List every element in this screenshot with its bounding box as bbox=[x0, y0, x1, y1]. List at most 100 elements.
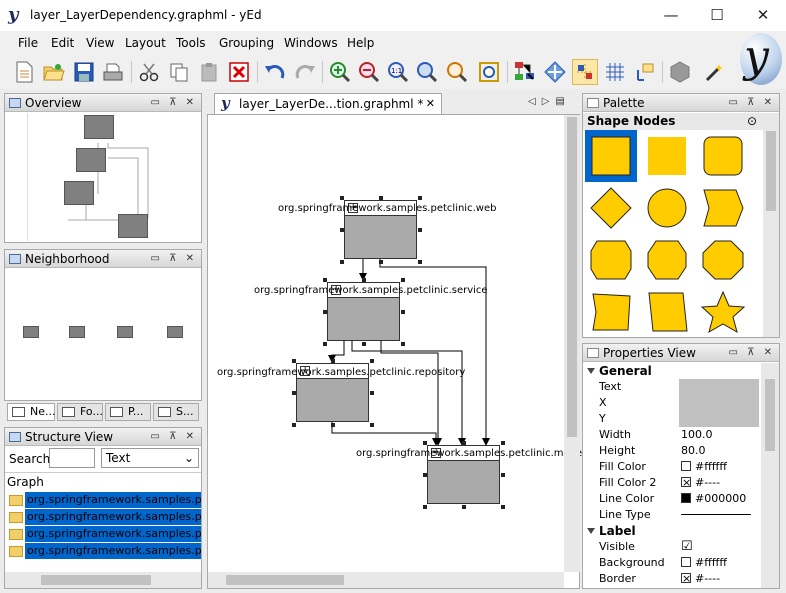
zoom-out-icon[interactable] bbox=[356, 59, 382, 85]
menu-tools[interactable]: Tools bbox=[176, 36, 206, 50]
props-section-label[interactable]: Label bbox=[583, 523, 759, 539]
palette-shape-rectangle[interactable] bbox=[585, 130, 637, 182]
zoom-in-icon[interactable] bbox=[327, 59, 353, 85]
props-row-line-type[interactable]: Line Type bbox=[583, 507, 759, 523]
palette-shape-parallelogram-fat[interactable] bbox=[585, 286, 637, 338]
props-row-fill-color[interactable]: Fill Color#ffffff bbox=[583, 459, 759, 475]
props-row-y[interactable]: Y bbox=[583, 411, 759, 427]
open-folder-icon[interactable] bbox=[41, 59, 67, 85]
canvas-v-scrollbar[interactable] bbox=[564, 115, 580, 572]
graph-node-repository[interactable]: + bbox=[296, 363, 369, 422]
structure-h-scrollbar[interactable] bbox=[5, 572, 201, 588]
search-label: Search bbox=[9, 452, 51, 466]
tab-nav-icons[interactable]: ◁▷▤ bbox=[528, 96, 571, 107]
tab-folding[interactable]: Fo... bbox=[57, 403, 103, 421]
minimize-button[interactable]: — bbox=[663, 6, 679, 24]
maximize-button[interactable]: ☐ bbox=[710, 6, 724, 24]
panel-controls-icon[interactable]: ▭ ⊼ ✕ bbox=[150, 253, 197, 264]
move-icon[interactable] bbox=[542, 59, 568, 85]
close-tab-icon[interactable]: ✕ bbox=[425, 97, 435, 110]
undo-icon[interactable] bbox=[262, 59, 288, 85]
palette-shape-diamond[interactable] bbox=[585, 182, 637, 234]
folder-icon bbox=[9, 546, 23, 557]
chevron-down-icon: ⌄ bbox=[183, 451, 194, 465]
props-row-x[interactable]: X bbox=[583, 395, 759, 411]
menu-grouping[interactable]: Grouping bbox=[219, 36, 275, 50]
overview-node bbox=[76, 148, 106, 172]
props-row-background[interactable]: Background#ffffff bbox=[583, 555, 759, 571]
graph-node-service[interactable]: + bbox=[327, 282, 400, 341]
search-filter-select[interactable]: Text ⌄ bbox=[101, 448, 199, 468]
menu-file[interactable]: File bbox=[18, 36, 39, 50]
expand-icon[interactable]: + bbox=[348, 202, 358, 213]
palette-shape-star[interactable] bbox=[697, 286, 749, 338]
properties-v-scrollbar[interactable] bbox=[761, 363, 779, 588]
props-section-general[interactable]: General bbox=[583, 363, 759, 379]
palette-shape-octagon[interactable] bbox=[697, 234, 749, 286]
palette-shape-hexagon-flag[interactable] bbox=[697, 182, 749, 234]
tab-successors[interactable]: S... bbox=[153, 403, 199, 421]
graph-node-web[interactable]: + bbox=[344, 200, 417, 259]
graph-node-model[interactable]: + bbox=[427, 445, 500, 504]
palette-shape-trapezoid-octagon[interactable] bbox=[641, 234, 693, 286]
expand-icon[interactable]: + bbox=[431, 447, 441, 458]
svg-text:1:1: 1:1 bbox=[391, 67, 402, 75]
save-icon[interactable] bbox=[71, 59, 97, 85]
tab-predecessors[interactable]: P... bbox=[105, 403, 151, 421]
tree-row[interactable]: org.springframework.samples.petcli bbox=[5, 526, 201, 542]
palette-shape-rounded-rectangle[interactable] bbox=[697, 130, 749, 182]
palette-v-scrollbar[interactable] bbox=[763, 113, 779, 337]
copy-icon[interactable] bbox=[166, 59, 192, 85]
tab-neighborhood[interactable]: Ne... bbox=[7, 403, 56, 421]
panel-controls-icon[interactable]: ▭ ⊼ ✕ bbox=[728, 97, 775, 108]
zoom-area-icon[interactable] bbox=[444, 59, 470, 85]
fit-content-icon[interactable] bbox=[476, 59, 502, 85]
hierarchy-edit-icon[interactable] bbox=[512, 59, 538, 85]
expand-icon[interactable]: + bbox=[300, 365, 310, 376]
palette-shape-hexagon[interactable] bbox=[585, 234, 637, 286]
props-row-text[interactable]: Text bbox=[583, 379, 759, 395]
snap-icon[interactable] bbox=[572, 59, 598, 85]
menu-help[interactable]: Help bbox=[347, 36, 375, 50]
structure-tree[interactable]: Graph org.springframework.samples.petcli… bbox=[5, 472, 201, 572]
cut-icon[interactable] bbox=[136, 59, 162, 85]
grid-icon[interactable] bbox=[602, 59, 628, 85]
select-label-icon[interactable] bbox=[632, 59, 658, 85]
menu-edit[interactable]: Edit bbox=[51, 36, 75, 50]
tree-row[interactable]: org.springframework.samples.petcli bbox=[5, 492, 201, 508]
menu-view[interactable]: View bbox=[86, 36, 115, 50]
props-row-border[interactable]: Border#---- bbox=[583, 571, 759, 587]
graph-canvas[interactable]: + org.springframework.samples.petclinic.… bbox=[207, 114, 585, 589]
props-row-visible[interactable]: Visible☑ bbox=[583, 539, 759, 555]
palette-shape-rectangle-flat[interactable] bbox=[641, 130, 693, 182]
overview-header: Overview▭ ⊼ ✕ bbox=[5, 94, 201, 112]
menu-layout[interactable]: Layout bbox=[125, 36, 166, 50]
new-document-icon[interactable] bbox=[11, 59, 37, 85]
panel-controls-icon[interactable]: ▭ ⊼ ✕ bbox=[728, 347, 775, 358]
delete-icon[interactable] bbox=[226, 59, 252, 85]
panel-controls-icon[interactable]: ▭ ⊼ ✕ bbox=[150, 97, 197, 108]
tree-row[interactable]: org.springframework.samples.petcli bbox=[5, 509, 201, 525]
close-button[interactable]: ✕ bbox=[756, 6, 770, 24]
props-row-fill-color-2[interactable]: Fill Color 2#---- bbox=[583, 475, 759, 491]
collapse-section-icon[interactable]: ⊙ bbox=[746, 114, 757, 128]
menu-windows[interactable]: Windows bbox=[284, 36, 338, 50]
overview-viewport[interactable] bbox=[27, 113, 201, 241]
tab-document[interactable]: y layer_LayerDe...tion.graphml * ✕ bbox=[214, 93, 442, 114]
panel-controls-icon[interactable]: ▭ ⊼ ✕ bbox=[150, 431, 197, 442]
canvas-h-scrollbar[interactable] bbox=[208, 572, 564, 588]
palette-shape-parallelogram[interactable] bbox=[641, 286, 693, 338]
palette-shape-ellipse[interactable] bbox=[641, 182, 693, 234]
expand-icon[interactable]: + bbox=[331, 284, 341, 295]
tree-row[interactable]: org.springframework.samples.petcli bbox=[5, 543, 201, 559]
props-row-line-color[interactable]: Line Color#000000 bbox=[583, 491, 759, 507]
print-icon[interactable] bbox=[100, 59, 126, 85]
palette-section-header[interactable]: Shape Nodes ⊙ bbox=[583, 113, 763, 130]
magic-wand-icon[interactable] bbox=[702, 59, 728, 85]
zoom-100-icon[interactable]: 1:1 bbox=[385, 59, 411, 85]
search-input[interactable] bbox=[49, 448, 95, 468]
zoom-fit-icon[interactable] bbox=[414, 59, 440, 85]
